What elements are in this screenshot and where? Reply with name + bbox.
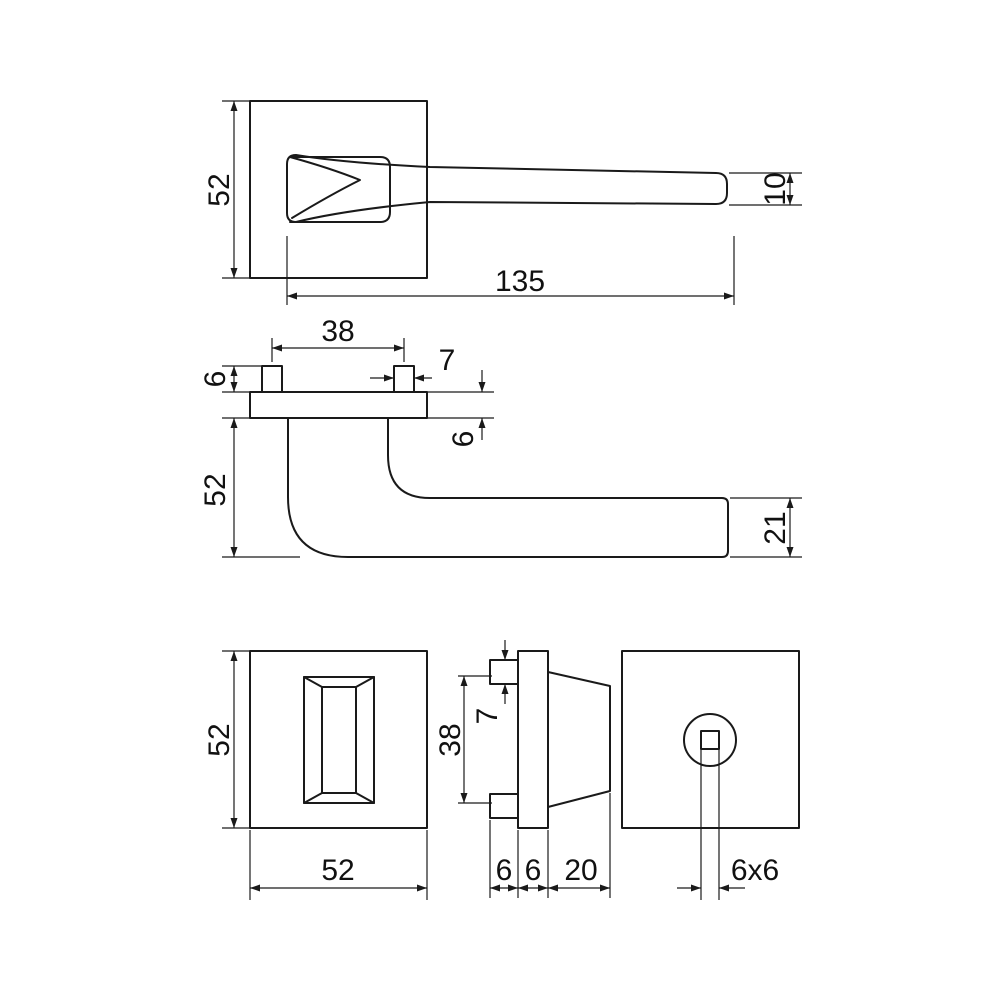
dim-text-handle-thickness: 10	[759, 172, 792, 205]
thumb-turn-bevel	[303, 676, 323, 688]
turn-side-rose	[517, 650, 549, 829]
dim-text-turn-pin-width: 7	[471, 708, 504, 725]
release-circle	[683, 713, 737, 767]
turn-side-knob	[547, 671, 611, 808]
side-pin-right	[393, 365, 415, 393]
thumb-turn-bevel	[303, 792, 323, 804]
dim-text-pin-spacing: 38	[321, 315, 354, 348]
thumb-turn-inner	[321, 686, 357, 794]
turn-side-view: 38 7 6 6 20	[434, 640, 611, 898]
thumb-turn-outer	[303, 676, 375, 804]
top-rose	[249, 100, 428, 279]
dim-text-depth-b: 6	[525, 854, 542, 887]
dim-text-handle-length: 135	[495, 265, 545, 298]
dim-text-depth-c: 20	[564, 854, 597, 887]
turn-side-pin-bottom	[489, 793, 519, 819]
dim-text-turn-rose-width: 52	[321, 854, 354, 887]
side-pin-left	[261, 365, 283, 393]
side-rose	[249, 391, 428, 419]
top-neck-outline	[289, 156, 391, 223]
dim-text-pin-height: 6	[199, 371, 232, 388]
turn-side-pin-top	[489, 659, 519, 685]
thumb-turn-bevel	[355, 792, 375, 804]
dim-text-top-height: 52	[203, 173, 236, 206]
turn-rose	[249, 650, 428, 829]
release-view: 6x6	[621, 650, 800, 900]
dim-text-rose-thickness: 6	[447, 431, 480, 448]
thumb-turn-bevel	[355, 676, 375, 688]
top-handle	[286, 154, 728, 223]
dim-text-pin-width: 7	[439, 344, 456, 377]
top-handle-facet	[289, 156, 361, 219]
top-view: 52 135 10	[203, 100, 802, 305]
square-spindle-hole	[700, 730, 720, 750]
dim-text-side-height: 52	[199, 473, 232, 506]
dim-text-turn-rose-height: 52	[203, 723, 236, 756]
dim-text-grip-height: 21	[759, 511, 792, 544]
side-view: 38 6 7 6 52 21	[199, 315, 802, 558]
dim-text-turn-pin-spacing: 38	[434, 723, 467, 756]
release-rose	[621, 650, 800, 829]
turn-front-view: 52 52	[203, 650, 428, 900]
dim-text-depth-a: 6	[496, 854, 513, 887]
dim-text-square-spindle: 6x6	[731, 854, 779, 887]
side-handle	[287, 417, 729, 558]
